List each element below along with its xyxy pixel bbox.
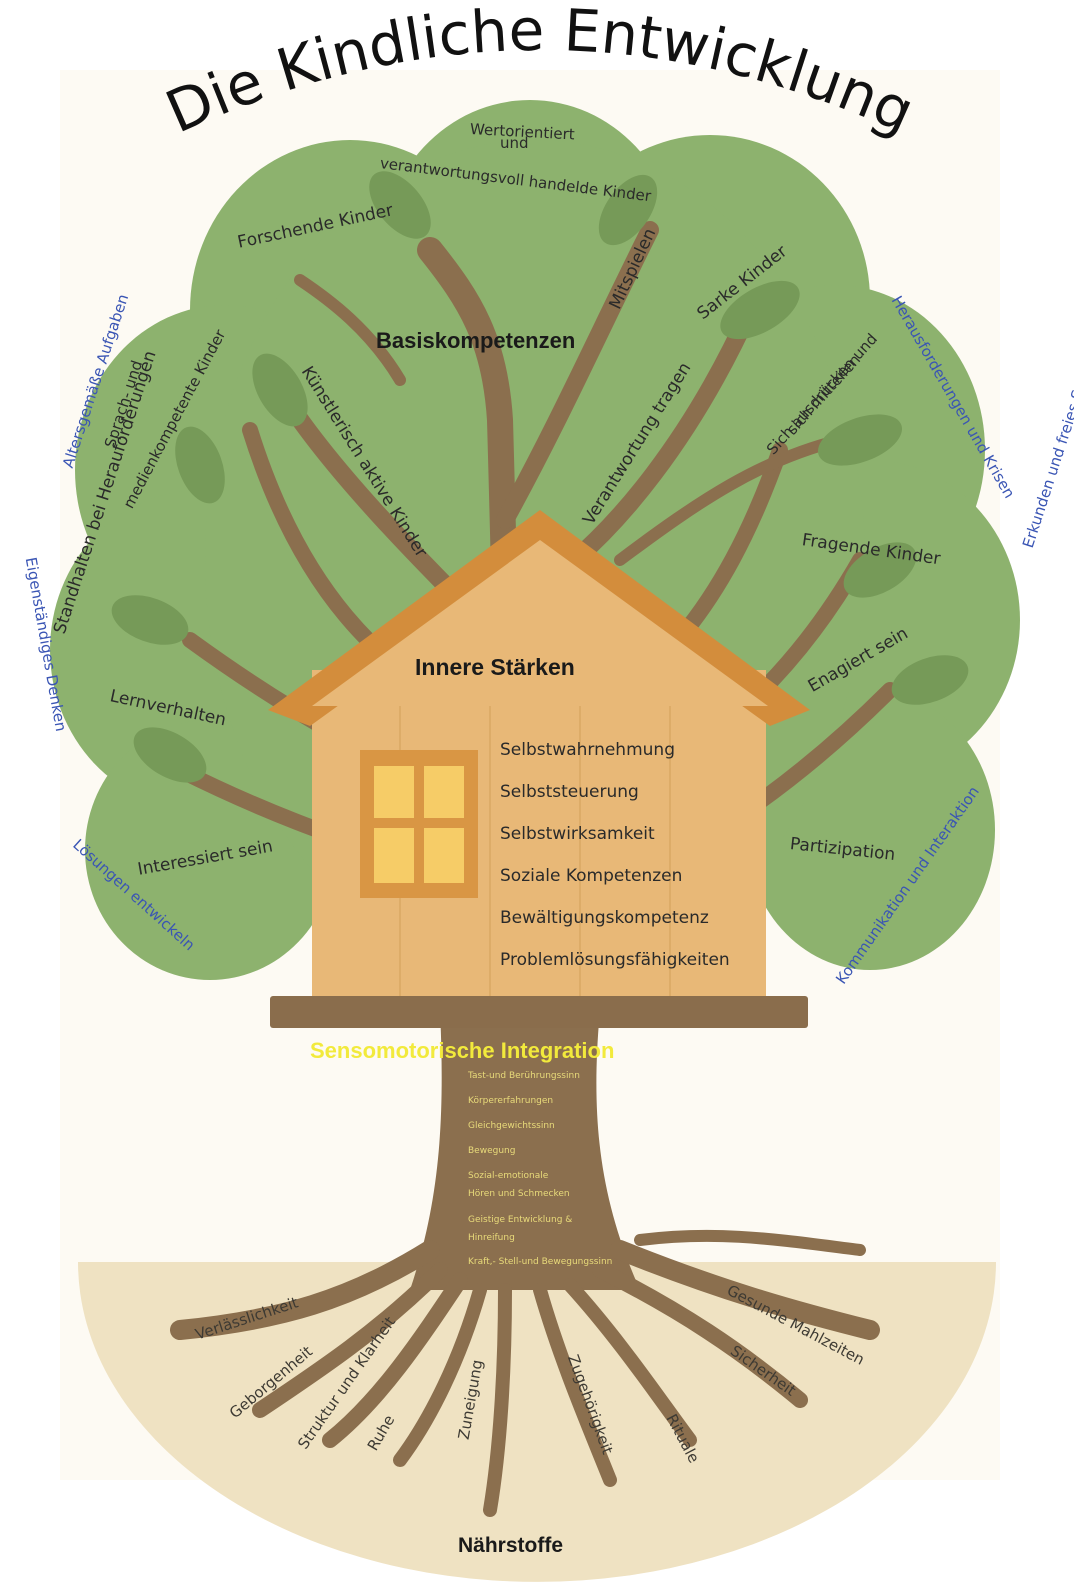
platform bbox=[270, 996, 808, 1028]
trunk-list-item: Hinreifung bbox=[468, 1233, 515, 1243]
house-list-item: Bewältigungskompetenz bbox=[500, 908, 709, 928]
house-list-item: Selbststeuerung bbox=[500, 782, 639, 802]
trunk bbox=[410, 1010, 640, 1290]
house-list-item: Soziale Kompetenzen bbox=[500, 866, 683, 886]
leaves bbox=[111, 171, 969, 783]
trunk-list-item: Körpererfahrungen bbox=[468, 1096, 554, 1106]
roots bbox=[170, 1229, 880, 1517]
ground bbox=[78, 1262, 996, 1582]
house-list-item: Selbstwirksamkeit bbox=[500, 824, 655, 844]
sensomotorische-heading: Sensomotorische Integration bbox=[310, 1038, 615, 1063]
house-list-item: Selbstwahrnehmung bbox=[500, 740, 675, 760]
innere-staerken-heading: Innere Stärken bbox=[415, 654, 575, 680]
house-list-item: Problemlösungsfähigkeiten bbox=[500, 950, 730, 970]
trunk-list-item: Hören und Schmecken bbox=[468, 1189, 570, 1199]
trunk-list-item: Tast-und Berührungssinn bbox=[468, 1071, 580, 1081]
roof-inner bbox=[312, 540, 768, 706]
label-wertorientiert-2: und bbox=[500, 134, 529, 152]
trunk-list-item: Bewegung bbox=[468, 1146, 516, 1156]
trunk-list-item: Sozial-emotionale bbox=[468, 1171, 549, 1181]
trunk-list-item: Geistige Entwicklung & bbox=[468, 1215, 573, 1225]
basiskompetenzen-heading: Basiskompetenzen bbox=[376, 328, 576, 353]
trunk-list-item: Gleichgewichtssinn bbox=[468, 1121, 555, 1131]
trunk-list-item: Kraft,- Stell-und Bewegungssinn bbox=[468, 1257, 613, 1267]
naehrstoffe-heading: Nährstoffe bbox=[458, 1534, 564, 1557]
